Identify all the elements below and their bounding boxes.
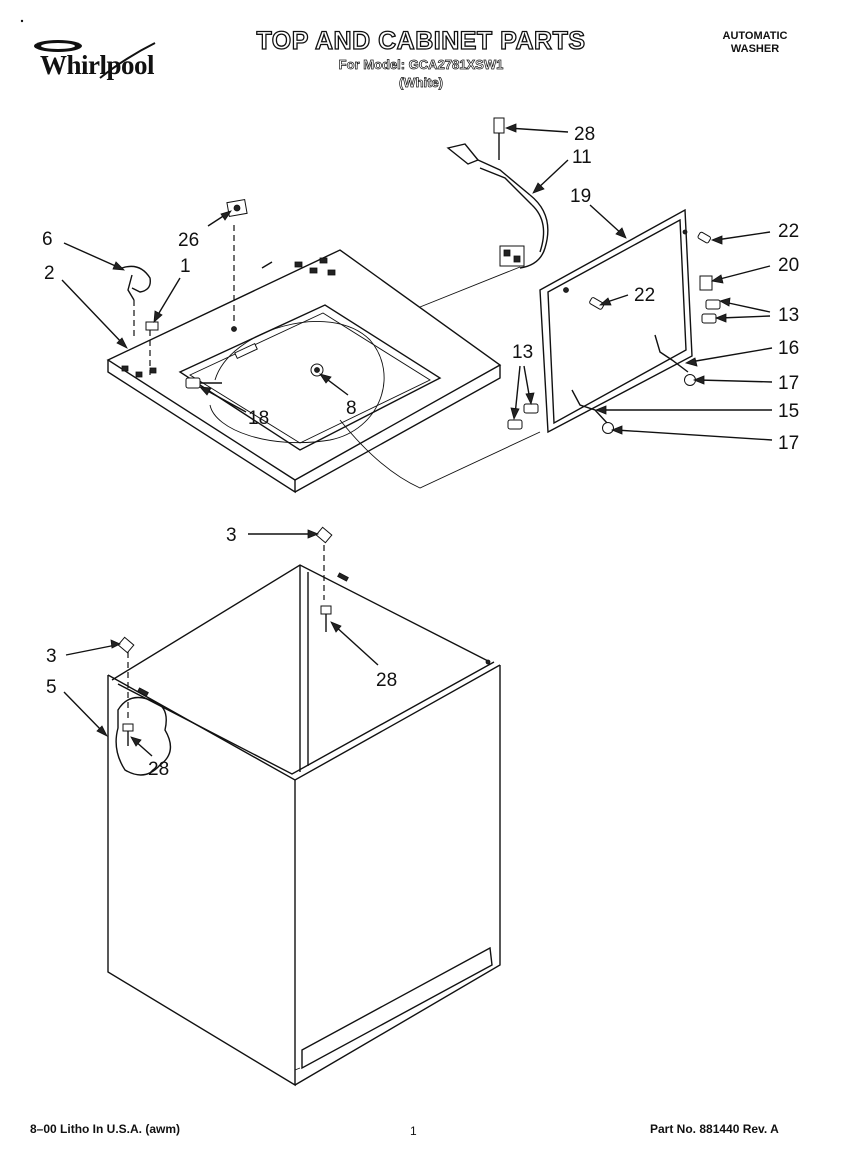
whirlpool-logo-icon <box>34 40 156 79</box>
callout-label: 22 <box>778 221 799 242</box>
appliance-type-line1: AUTOMATIC <box>722 30 788 42</box>
callout-label: 13 <box>512 342 533 363</box>
callout-label: 19 <box>570 186 591 207</box>
footer-page-number: 1 <box>410 1124 417 1138</box>
brand-name: Whirlpool <box>40 50 155 80</box>
callout-label: 13 <box>778 305 799 326</box>
callout-leaders <box>61 123 773 757</box>
callout-label: 6 <box>42 229 53 250</box>
lid-switch-harness <box>446 117 549 269</box>
callout-label: 22 <box>634 285 655 306</box>
callout-label: 20 <box>778 255 799 276</box>
callout-label: 18 <box>248 408 269 429</box>
cabinet <box>107 526 501 1087</box>
callout-label: 5 <box>46 677 57 698</box>
callout-label: 3 <box>46 646 57 667</box>
appliance-type-line2: WASHER <box>730 43 780 55</box>
footer-part-number: Part No. 881440 Rev. A <box>650 1122 779 1136</box>
footer-print-info: 8–00 Litho In U.S.A. (awm) <box>30 1122 181 1136</box>
callout-label: 2 <box>44 263 55 284</box>
callout-label: 28 <box>376 670 397 691</box>
top-panel <box>106 198 502 494</box>
model-line: For Model: GCA2781XSW1 <box>338 57 504 73</box>
callout-label: 8 <box>346 398 357 419</box>
callout-label: 26 <box>178 230 199 251</box>
callout-label: 3 <box>226 525 237 546</box>
callout-label: 1 <box>180 256 191 277</box>
callout-label: 17 <box>778 433 799 454</box>
callout-label: 28 <box>148 759 169 780</box>
callout-label: 11 <box>572 147 592 168</box>
model-variant: (White) <box>398 75 444 91</box>
callout-label: 16 <box>778 338 799 359</box>
callout-labels: 28 11 19 22 20 22 13 16 17 15 17 13 6 26… <box>42 124 799 780</box>
page-title: TOP AND CABINET PARTS <box>256 26 586 55</box>
callout-label: 28 <box>574 124 595 145</box>
console-panel <box>507 208 721 434</box>
callout-label: 17 <box>778 373 799 394</box>
callout-label: 15 <box>778 401 799 422</box>
